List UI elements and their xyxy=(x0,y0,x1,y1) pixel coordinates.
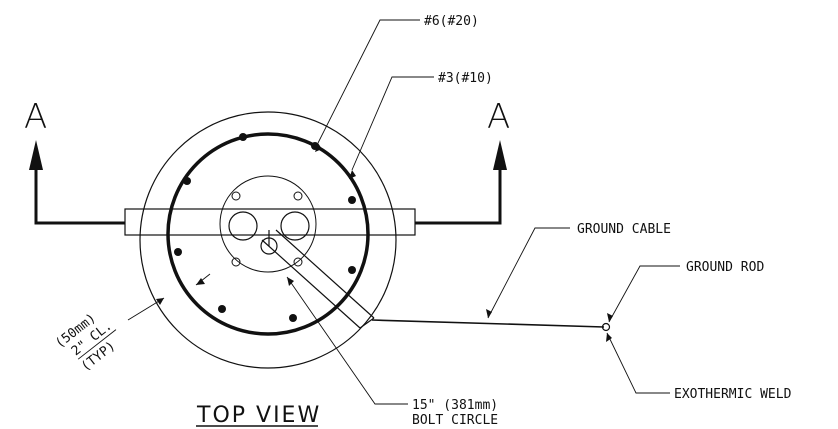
section-cut-line xyxy=(29,140,507,225)
bar-large-label: #6(#20) xyxy=(424,14,479,29)
exothermic-weld-label: EXOTHERMIC WELD xyxy=(674,387,792,402)
conduit-left xyxy=(228,211,258,241)
rebar-dot xyxy=(239,133,247,141)
ground-rod-symbol xyxy=(601,322,611,332)
ground-cable-line xyxy=(371,319,605,328)
leader-bolt-circle xyxy=(286,276,408,405)
leader-ground-rod xyxy=(608,265,680,323)
leader-bar-large xyxy=(317,19,420,144)
bar-small-label: #3(#10) xyxy=(438,71,493,86)
rebar-dot xyxy=(348,266,356,274)
rebar-cage-circle xyxy=(166,132,370,336)
arrowheads xyxy=(156,143,613,342)
anchor-bolt xyxy=(231,191,241,201)
rebar-dot xyxy=(174,248,182,256)
leader-bar-small xyxy=(351,76,434,171)
leaders xyxy=(127,19,680,405)
anchor-bolt xyxy=(293,257,303,267)
clearance-label: (50mm) 2" CL. (TYP) xyxy=(53,311,119,375)
horizontal-band xyxy=(124,208,416,236)
foundation-outer-circle xyxy=(139,111,397,369)
leader-exothermic-weld xyxy=(606,332,670,394)
section-arrow-right xyxy=(493,140,507,170)
rebar-dot xyxy=(218,305,226,313)
ground-cable-label: GROUND CABLE xyxy=(577,222,671,237)
leader-ground-cable xyxy=(487,227,570,319)
section-mark-left: A xyxy=(24,97,47,137)
view-title: TOP VIEW xyxy=(196,403,321,428)
bolt-circle-label-line1: 15" (381mm) xyxy=(412,398,498,413)
ground-rod-label: GROUND ROD xyxy=(686,260,764,275)
section-mark-right: A xyxy=(487,97,510,137)
rebar-dot xyxy=(348,196,356,204)
anchor-bolt xyxy=(231,257,241,267)
anchor-bolt xyxy=(293,191,303,201)
rebar-dot xyxy=(183,177,191,185)
section-arrow-left xyxy=(29,140,43,170)
base-plate-circle xyxy=(219,175,317,273)
ground-sleeve xyxy=(260,229,375,329)
bolt-circle-label-line2: BOLT CIRCLE xyxy=(412,413,498,428)
rebar-dot xyxy=(289,314,297,322)
conduit-right xyxy=(280,211,310,241)
